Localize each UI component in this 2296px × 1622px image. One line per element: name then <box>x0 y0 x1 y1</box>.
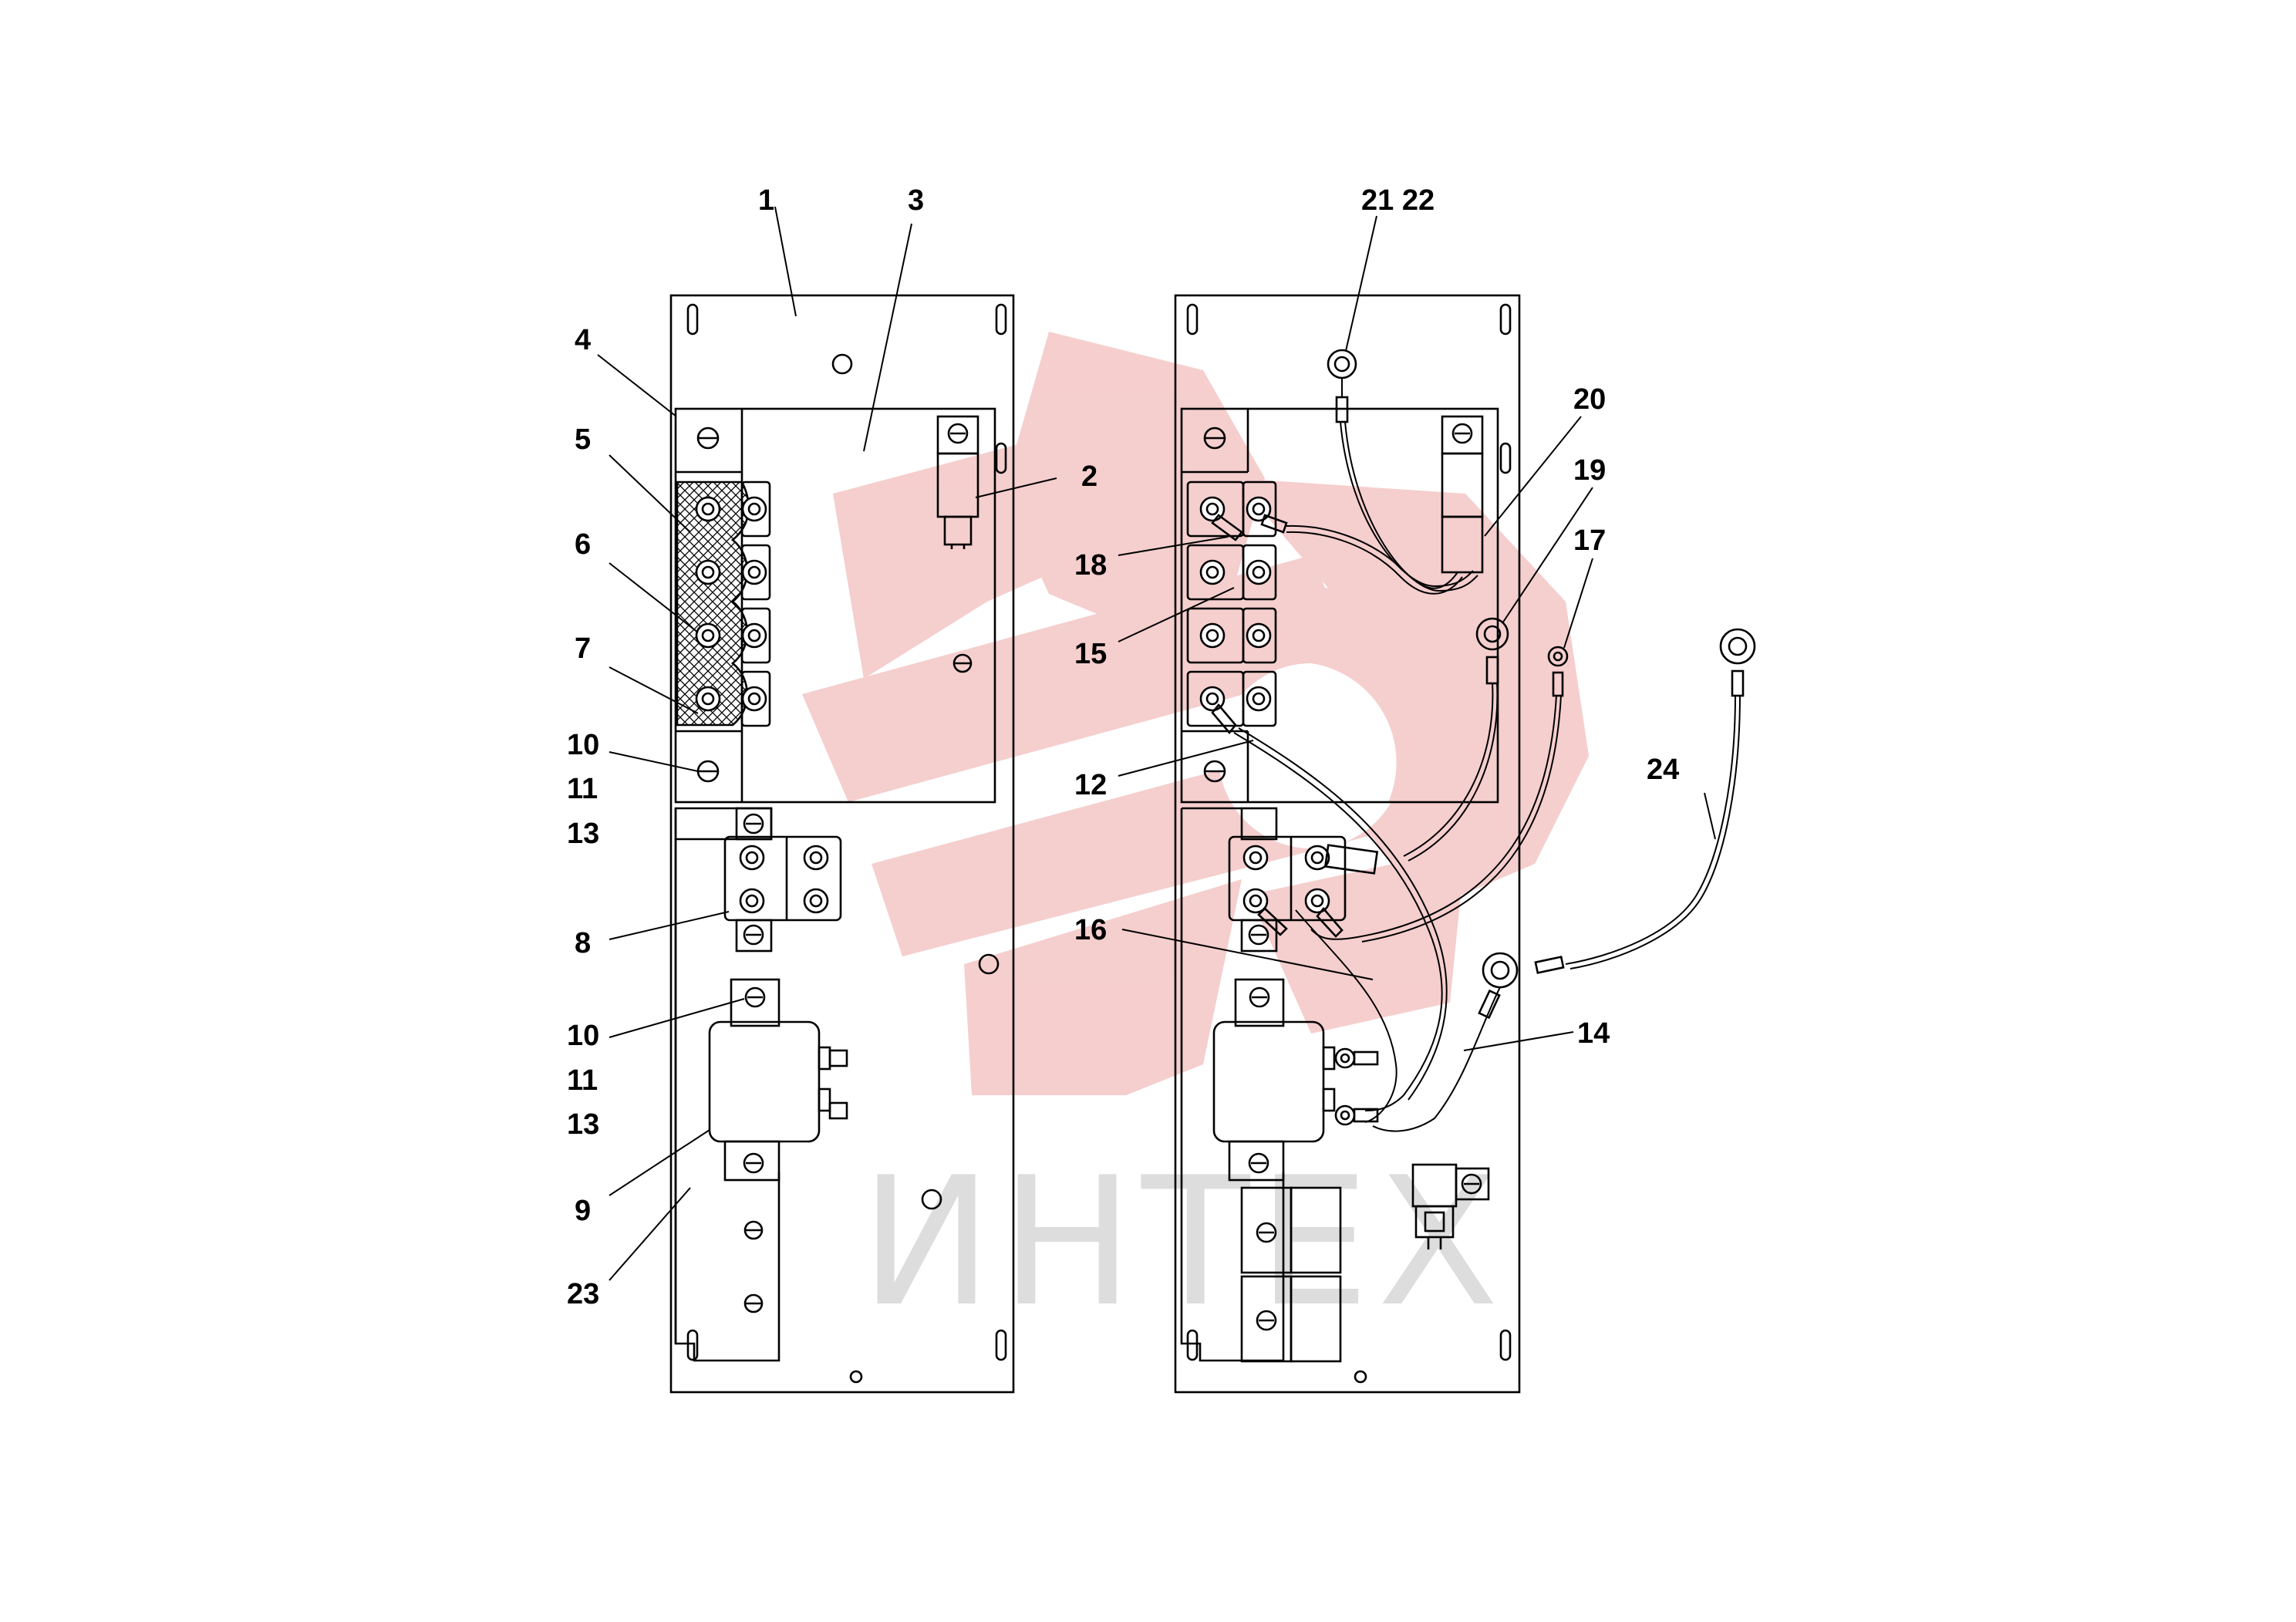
small-relay <box>1411 1163 1490 1249</box>
callout-7: 7 <box>575 632 591 665</box>
mounting-slot <box>1499 442 1512 474</box>
mounting-hole <box>1354 1370 1367 1384</box>
ring-terminal <box>1547 646 1569 667</box>
upper-sub-plate <box>1180 407 1499 804</box>
terminal-nut <box>695 496 721 522</box>
right-panel-assembly <box>1174 294 1756 1394</box>
mounting-slot <box>1499 303 1512 336</box>
watermark-gear-logo <box>802 332 1589 1095</box>
callout-9: 9 <box>575 1195 591 1227</box>
callout-15: 15 <box>1074 638 1107 670</box>
terminal-nut <box>1334 1047 1356 1069</box>
terminal-nut <box>1242 845 1269 871</box>
callout-17: 17 <box>1573 524 1606 557</box>
screw <box>1203 760 1226 783</box>
terminal-nut <box>741 559 767 585</box>
terminal-nut <box>1246 622 1272 649</box>
screw <box>696 427 720 450</box>
mounting-slot <box>995 303 1007 336</box>
callout-8: 8 <box>575 927 591 959</box>
screw <box>952 653 973 673</box>
callout-1: 1 <box>758 184 774 217</box>
mounting-hole <box>921 1189 942 1210</box>
relay-socket <box>936 415 979 549</box>
ring-terminal <box>1327 349 1357 379</box>
terminal-nut <box>1246 559 1272 585</box>
mounting-slot <box>1186 303 1199 336</box>
callout-4: 4 <box>575 324 591 356</box>
mounting-slot <box>1499 1329 1512 1361</box>
callout-21-22: 21 22 <box>1361 184 1435 217</box>
right-base-plate <box>1174 294 1521 1394</box>
callout-6: 6 <box>575 528 591 561</box>
callout-20: 20 <box>1573 383 1606 416</box>
connector-housing <box>1240 1186 1342 1363</box>
screw <box>696 760 720 783</box>
callout-labels: 1 3 4 5 2 6 7 10 11 13 8 10 11 13 9 23 2… <box>567 184 1679 1310</box>
ring-terminal <box>1719 628 1756 665</box>
terminal-nut <box>803 845 829 871</box>
terminal-nut <box>695 622 721 649</box>
filter-unit <box>1212 978 1379 1182</box>
screw <box>1203 427 1226 450</box>
terminal-nut <box>1199 622 1226 649</box>
watermark-text: ИНТЕХ <box>860 1140 1506 1346</box>
callout-10-lower: 10 <box>567 1020 599 1052</box>
callout-19: 19 <box>1573 454 1606 487</box>
terminal-nut <box>1304 845 1330 871</box>
wire-harness <box>1233 349 1756 1132</box>
callout-11-upper: 11 <box>567 773 598 805</box>
leader-lines <box>597 206 1716 1281</box>
terminal-nut <box>741 622 767 649</box>
terminal-strip <box>723 807 842 953</box>
callout-5: 5 <box>575 423 591 456</box>
terminal-nut <box>739 888 765 914</box>
callout-14: 14 <box>1577 1017 1610 1050</box>
terminal-nut <box>1242 888 1269 914</box>
mounting-slot <box>995 1329 1007 1361</box>
relay-socket <box>1441 415 1484 574</box>
mounting-hole <box>849 1370 863 1384</box>
screw <box>743 1293 764 1313</box>
terminal-nut <box>1199 559 1226 585</box>
mounting-hole <box>978 953 1000 975</box>
terminal-nut <box>1304 888 1330 914</box>
left-base-plate <box>669 294 1015 1394</box>
terminal-nut <box>1246 686 1272 712</box>
terminal-block <box>1186 481 1288 735</box>
callout-24: 24 <box>1647 754 1679 786</box>
screw <box>743 1220 764 1240</box>
upper-sub-plate <box>674 407 996 804</box>
ring-terminal <box>1475 617 1509 651</box>
terminal-nut <box>803 888 829 914</box>
callout-16: 16 <box>1074 914 1107 946</box>
mounting-hole <box>831 353 853 375</box>
terminal-block <box>676 481 771 727</box>
callout-13-lower: 13 <box>567 1108 599 1141</box>
callout-2: 2 <box>1081 460 1097 493</box>
left-panel-assembly <box>669 294 1015 1394</box>
mounting-slot <box>686 1329 699 1361</box>
filter-unit <box>708 978 848 1313</box>
callout-3: 3 <box>908 184 924 217</box>
callout-13-upper: 13 <box>567 818 599 850</box>
callout-18: 18 <box>1074 549 1107 582</box>
terminal-nut <box>741 496 767 522</box>
watermark: ИНТЕХ <box>802 332 1589 1346</box>
terminal-nut <box>1334 1104 1356 1126</box>
callout-11-lower: 11 <box>567 1064 598 1097</box>
terminal-nut <box>695 559 721 585</box>
terminal-nut <box>741 686 767 712</box>
mounting-slot <box>1186 1329 1199 1361</box>
callout-23: 23 <box>567 1278 599 1310</box>
terminal-nut <box>739 845 765 871</box>
callout-12: 12 <box>1074 769 1107 801</box>
mounting-slot <box>995 442 1007 474</box>
terminal-strip <box>1180 807 1379 1362</box>
terminal-nut <box>1246 496 1272 522</box>
mounting-slot <box>686 303 699 336</box>
terminal-nut <box>695 686 721 712</box>
callout-10-upper: 10 <box>567 729 599 761</box>
